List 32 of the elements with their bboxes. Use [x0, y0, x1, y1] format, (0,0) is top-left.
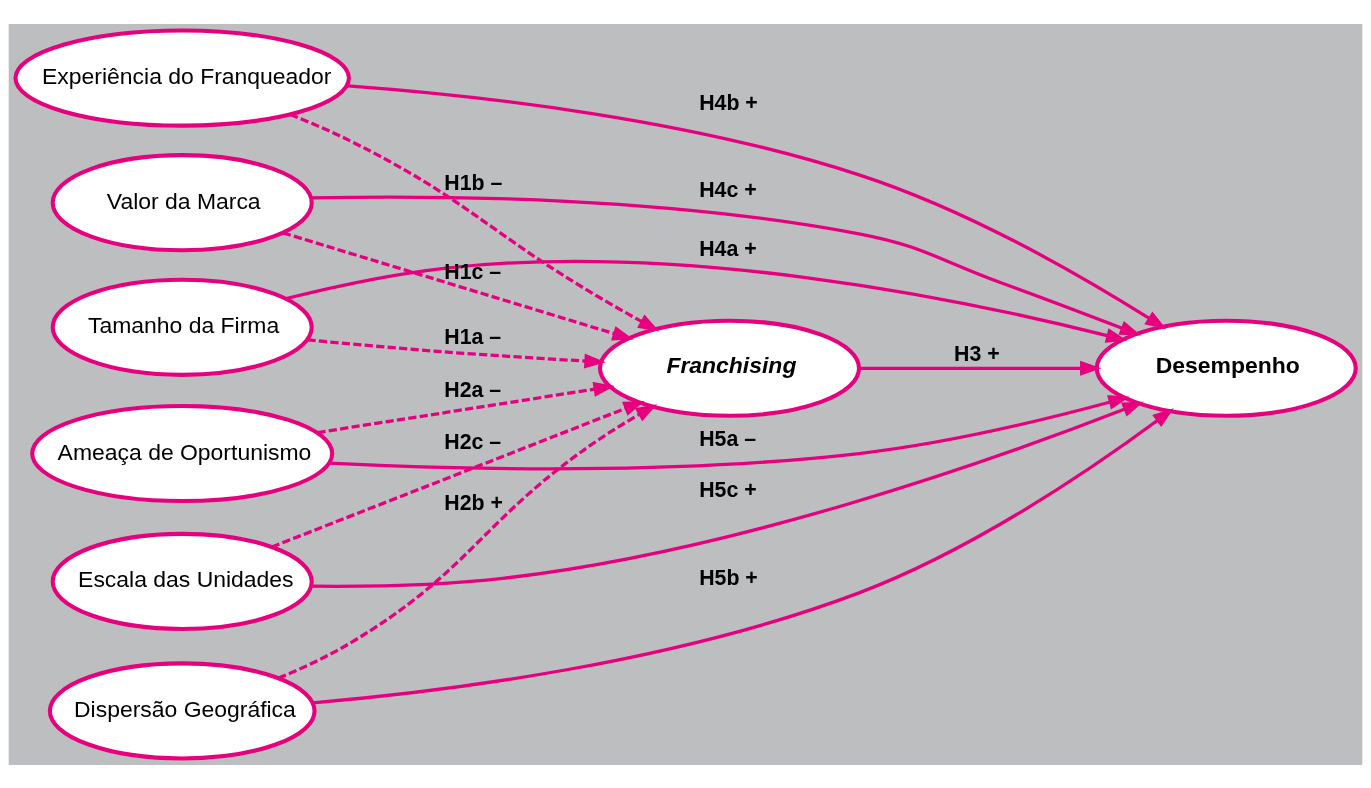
edge-label: H4c +	[699, 177, 757, 202]
arrow	[311, 194, 1142, 336]
edge-label: H1b –	[444, 170, 503, 195]
arrow	[859, 360, 1102, 376]
node-ellipse: Ameaça de Oportunismo	[30, 403, 335, 503]
edge-label: H4a +	[699, 236, 757, 261]
node-ellipse: Dispersão Geográfica	[47, 660, 317, 760]
node-ellipse: Valor da Marca	[50, 152, 314, 252]
arrow	[311, 401, 1144, 588]
edge-label: H1a –	[444, 324, 502, 349]
edge-label: H2a –	[444, 377, 502, 402]
edge-label: H5a –	[699, 426, 757, 451]
edge-label: H5c +	[699, 477, 757, 502]
edge-label: H2c –	[444, 429, 502, 454]
edge-label: H4b +	[699, 90, 758, 115]
edge-label: H5b +	[699, 565, 758, 590]
arrow	[289, 112, 660, 331]
arrow	[307, 337, 606, 368]
arrow	[329, 394, 1130, 470]
arrow	[347, 83, 1167, 329]
node-ellipse: Experiência do Franqueador	[13, 28, 351, 128]
node-ellipse: Tamanho da Firma	[50, 277, 314, 377]
arrow	[282, 230, 634, 341]
arrow	[285, 259, 1128, 343]
edge-label: H3 +	[954, 341, 1000, 366]
arrow	[312, 407, 1174, 704]
edge-label: H1c –	[444, 259, 502, 284]
node-ellipse: Escala das Unidades	[50, 531, 314, 631]
arrow	[271, 400, 645, 548]
edge-label: H2b +	[444, 490, 503, 515]
arrow	[277, 403, 658, 680]
arrow	[317, 381, 615, 434]
